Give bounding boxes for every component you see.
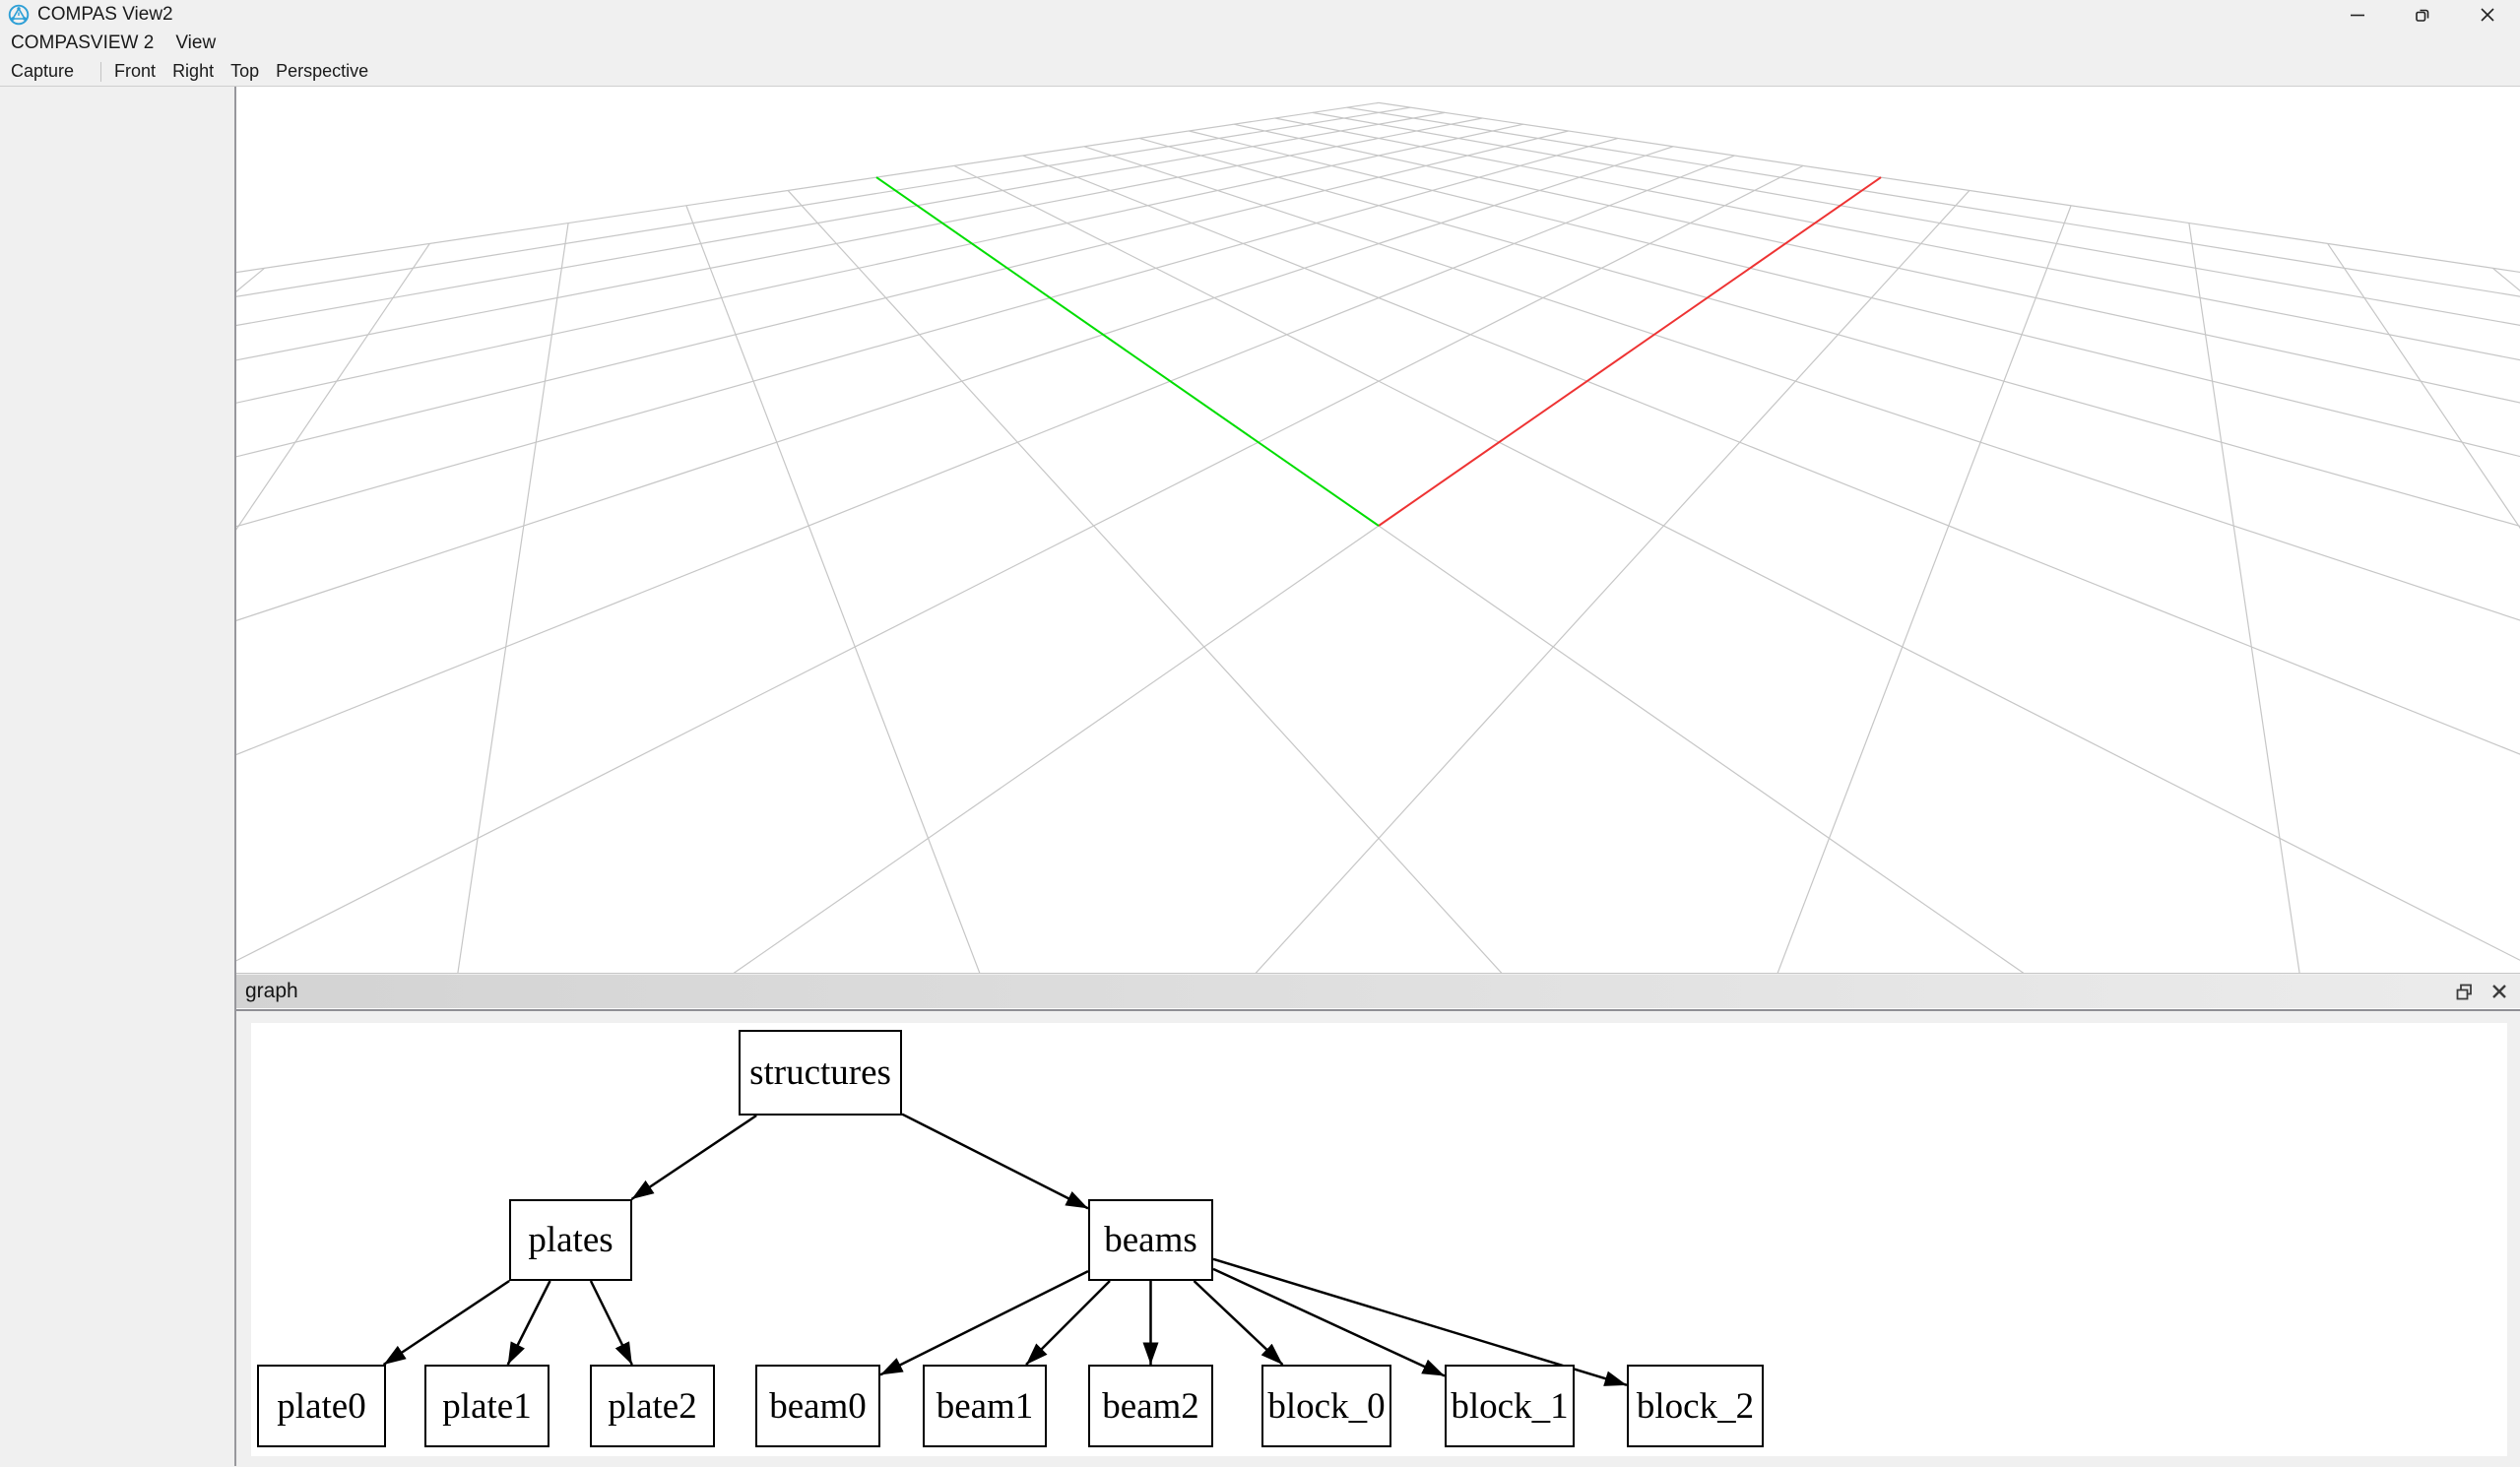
toolbar-right-button[interactable]: Right (172, 61, 215, 81)
graph-node-beams[interactable]: beams (1088, 1199, 1213, 1281)
graph-node-plate1[interactable]: plate1 (424, 1365, 549, 1447)
dock-float-button[interactable] (2453, 981, 2475, 1002)
scene-graph-canvas[interactable]: structures plates beams plate0 plate1 plate2 b… (251, 1023, 2507, 1456)
dock-close-button[interactable] (2488, 981, 2510, 1002)
restore-icon (2416, 9, 2429, 22)
graph-edge-beams-beam1 (1025, 1280, 1111, 1366)
restore-button[interactable] (2390, 0, 2455, 30)
graph-node-plate0[interactable]: plate0 (257, 1365, 386, 1447)
graph-edge-plates-plate2 (589, 1280, 633, 1366)
window-title: COMPAS View2 (37, 4, 173, 25)
graph-node-structures[interactable]: structures (739, 1030, 902, 1116)
graph-edge-plates-plate1 (506, 1280, 551, 1366)
menu-compasview2[interactable]: COMPASVIEW 2 (11, 32, 155, 53)
graph-node-block_0[interactable]: block_0 (1261, 1365, 1391, 1447)
minimize-icon (2351, 14, 2364, 17)
graph-dock-title: graph (245, 980, 298, 1002)
graph-dock-titlebar[interactable]: graph (236, 975, 2520, 1011)
graph-edges (382, 1113, 1628, 1387)
graph-node-plates[interactable]: plates (509, 1199, 632, 1281)
close-button[interactable] (2455, 0, 2520, 30)
toolbar: Capture Front Right Top Perspective (0, 57, 2520, 87)
graph-dock-panel: graph structures plates beams plate0 plate1 p… (236, 973, 2520, 1467)
graph-edge-structures-plates (630, 1114, 757, 1201)
float-window-icon (2456, 984, 2472, 999)
graph-edge-beams-block_0 (1193, 1280, 1284, 1366)
minimize-button[interactable] (2325, 0, 2390, 30)
toolbar-separator (100, 61, 102, 82)
ground-grid (236, 101, 2520, 973)
graph-node-block_2[interactable]: block_2 (1627, 1365, 1764, 1447)
x-axis-line (1378, 176, 1882, 527)
graph-dock-buttons (2453, 975, 2510, 1008)
toolbar-perspective-button[interactable]: Perspective (276, 61, 369, 81)
y-axis-line (875, 176, 1380, 527)
left-dock-area (0, 87, 234, 1466)
compas-logo-icon (8, 4, 30, 26)
graph-node-beam1[interactable]: beam1 (923, 1365, 1047, 1447)
graph-edge-beams-block_2 (1212, 1257, 1628, 1387)
window-controls (2325, 0, 2520, 30)
menu-bar: COMPASVIEW 2 View (0, 30, 2520, 57)
viewport-3d[interactable] (236, 87, 2520, 973)
toolbar-capture-button[interactable]: Capture (11, 61, 75, 81)
dock-close-icon (2492, 985, 2506, 998)
menu-view[interactable]: View (175, 32, 217, 53)
toolbar-top-button[interactable]: Top (230, 61, 260, 81)
graph-node-beam0[interactable]: beam0 (755, 1365, 880, 1447)
graph-edge-beams-beam0 (879, 1270, 1089, 1376)
graph-node-beam2[interactable]: beam2 (1088, 1365, 1213, 1447)
toolbar-front-button[interactable]: Front (114, 61, 157, 81)
graph-node-plate2[interactable]: plate2 (590, 1365, 715, 1447)
graph-edge-beams-block_1 (1212, 1267, 1446, 1377)
graph-node-block_1[interactable]: block_1 (1445, 1365, 1575, 1447)
graph-edge-plates-plate0 (382, 1279, 510, 1367)
dock-splitter[interactable] (234, 87, 236, 1466)
title-bar: COMPAS View2 (0, 0, 2520, 30)
close-icon (2481, 8, 2494, 22)
graph-edge-structures-beams (901, 1113, 1089, 1210)
